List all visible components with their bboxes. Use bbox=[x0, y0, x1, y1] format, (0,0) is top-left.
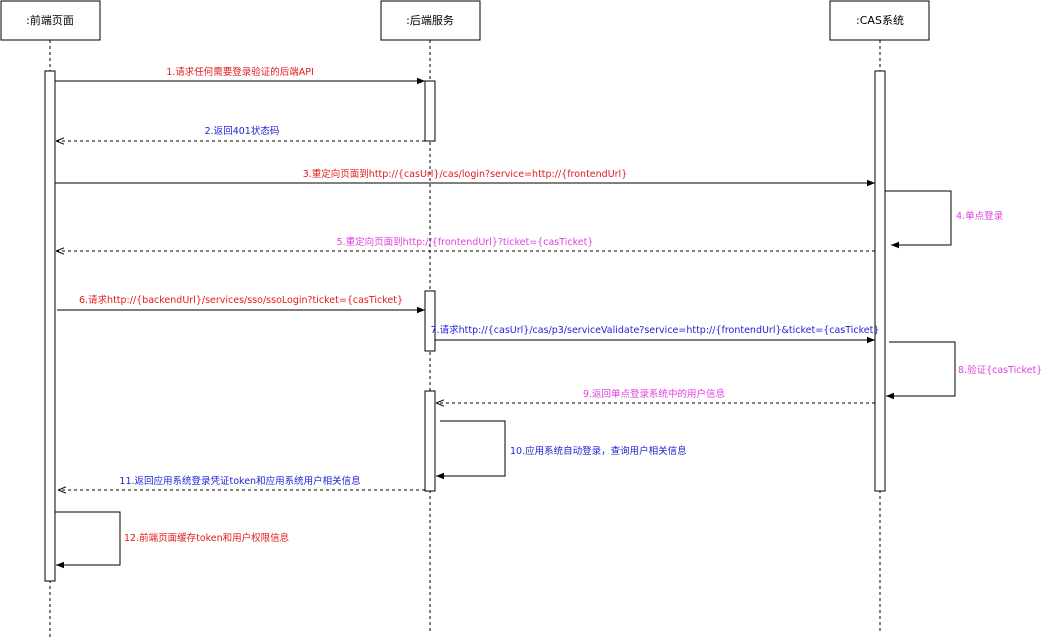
message-4-label: 4.单点登录 bbox=[956, 210, 1004, 222]
activation-backend-2 bbox=[424, 290, 436, 352]
message-7: 7.请求http://{casUrl}/cas/p3/serviceValida… bbox=[431, 324, 880, 344]
message-1-label: 1.请求任何需要登录验证的后端API bbox=[166, 66, 314, 78]
message-4: 4.单点登录 bbox=[885, 190, 1004, 249]
message-8-label: 8.验证{casTicket} bbox=[958, 364, 1042, 376]
message-6: 6.请求http://{backendUrl}/services/sso/sso… bbox=[57, 294, 425, 314]
message-2: 2.返回401状态码 bbox=[56, 125, 425, 141]
message-7-label: 7.请求http://{casUrl}/cas/p3/serviceValida… bbox=[431, 324, 880, 336]
message-9: 9.返回单点登录系统中的用户信息 bbox=[436, 388, 875, 403]
message-9-label: 9.返回单点登录系统中的用户信息 bbox=[583, 388, 725, 400]
message-8: 8.验证{casTicket} bbox=[886, 341, 1042, 400]
message-3-label: 3.重定向页面到http://{casUrl}/cas/login?servic… bbox=[303, 168, 628, 180]
participant-cas-label: :CAS系统 bbox=[856, 14, 904, 27]
message-12: 12.前端页面缓存token和用户权限信息 bbox=[55, 511, 289, 569]
message-10: 10.应用系统自动登录，查询用户相关信息 bbox=[436, 420, 687, 480]
message-5: 5.重定向页面到http://{frontendUrl}?ticket={cas… bbox=[56, 236, 875, 251]
activation-cas bbox=[874, 70, 886, 492]
message-6-label: 6.请求http://{backendUrl}/services/sso/sso… bbox=[79, 294, 403, 306]
participant-backend-label: :后端服务 bbox=[406, 14, 454, 27]
message-2-label: 2.返回401状态码 bbox=[205, 125, 280, 137]
participant-frontend: :前端页面 bbox=[0, 0, 101, 41]
activation-frontend bbox=[44, 70, 56, 582]
participant-backend: :后端服务 bbox=[380, 0, 481, 41]
message-5-label: 5.重定向页面到http://{frontendUrl}?ticket={cas… bbox=[337, 236, 594, 248]
message-11: 11.返回应用系统登录凭证token和应用系统用户相关信息 bbox=[58, 475, 425, 490]
participant-frontend-label: :前端页面 bbox=[26, 13, 74, 27]
message-11-label: 11.返回应用系统登录凭证token和应用系统用户相关信息 bbox=[119, 475, 360, 487]
message-1: 1.请求任何需要登录验证的后端API bbox=[55, 66, 425, 85]
participant-cas: :CAS系统 bbox=[829, 0, 930, 41]
activation-backend-1 bbox=[424, 80, 436, 142]
message-12-label: 12.前端页面缓存token和用户权限信息 bbox=[124, 532, 289, 544]
message-10-label: 10.应用系统自动登录，查询用户相关信息 bbox=[510, 445, 687, 457]
message-3: 3.重定向页面到http://{casUrl}/cas/login?servic… bbox=[55, 168, 875, 187]
activation-backend-3 bbox=[424, 390, 436, 492]
